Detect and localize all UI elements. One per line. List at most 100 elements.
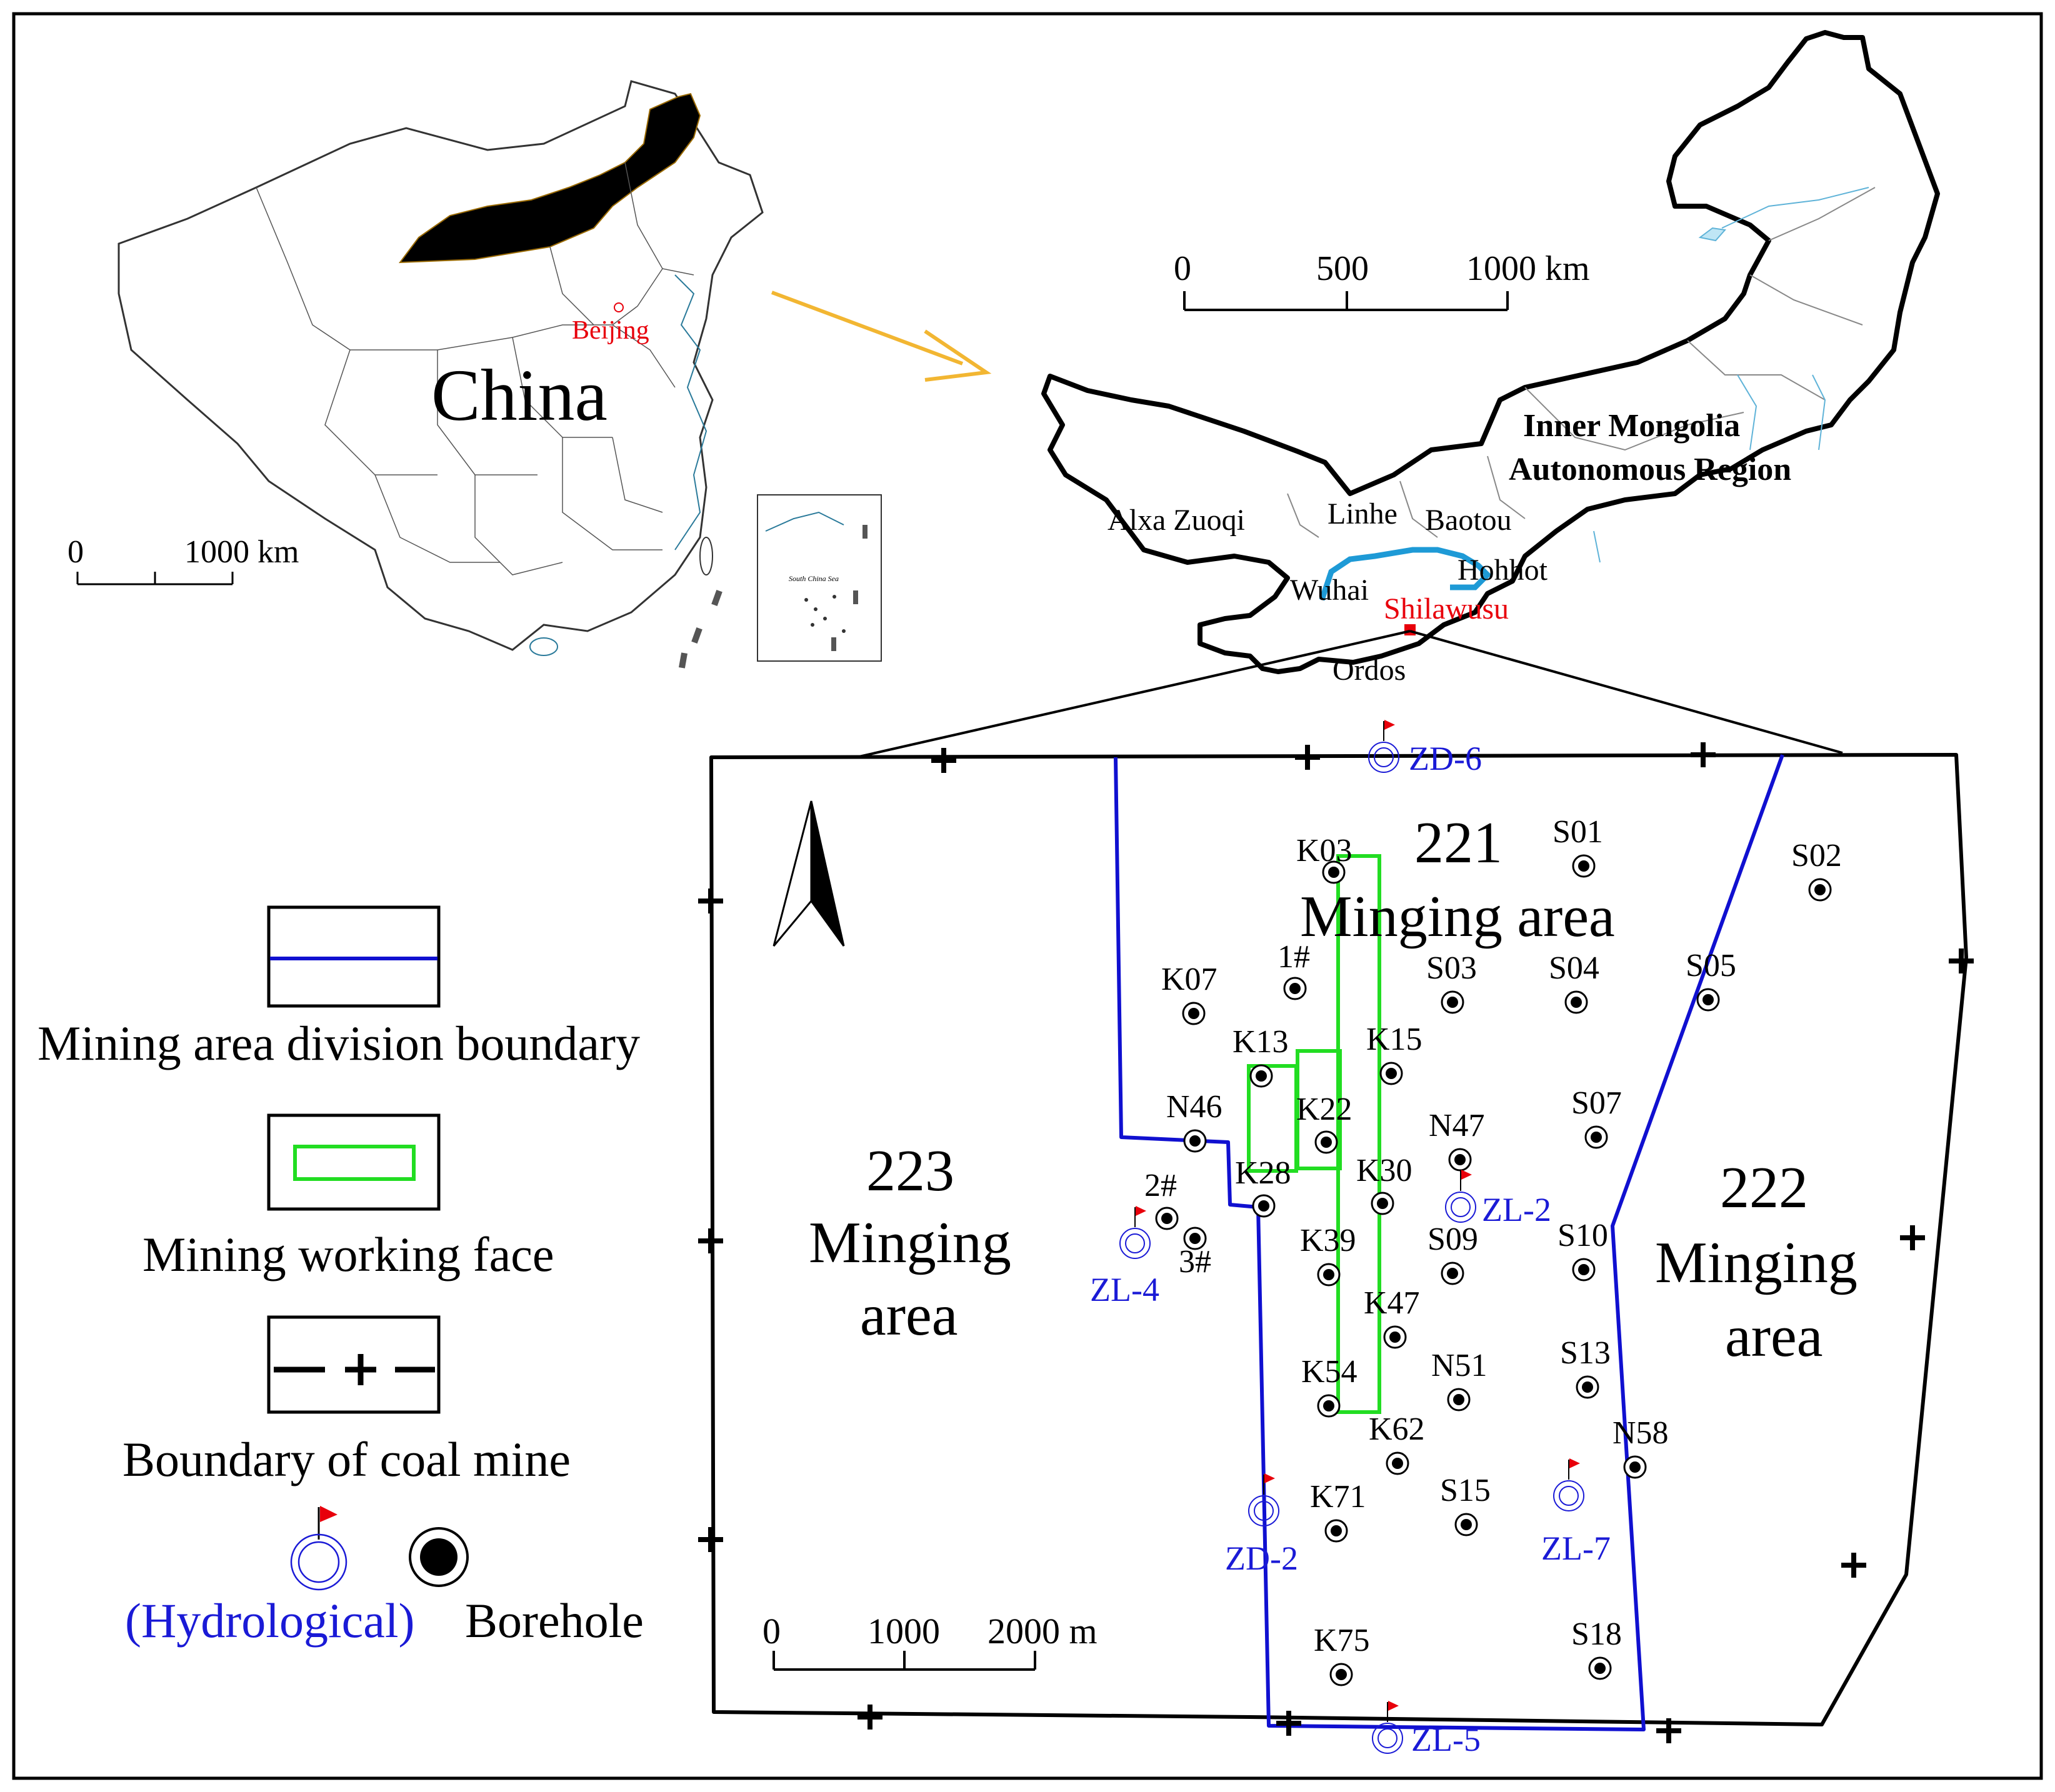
flag-icon bbox=[1384, 720, 1395, 730]
legend-borehole-icon bbox=[409, 1527, 469, 1587]
borehole-dot bbox=[1321, 1137, 1332, 1148]
area-221-name: Minging area bbox=[1300, 884, 1615, 949]
borehole-dot bbox=[1323, 1400, 1334, 1411]
hydro-ring-inner bbox=[1451, 1197, 1471, 1217]
borehole-dot bbox=[1454, 1154, 1466, 1165]
area-222-number: 222 bbox=[1720, 1155, 1808, 1220]
borehole-dot bbox=[1447, 1268, 1458, 1279]
borehole-s05: S05 bbox=[1686, 948, 1736, 1012]
province-boundaries bbox=[256, 162, 694, 575]
borehole-dot bbox=[1258, 1200, 1269, 1212]
area-222-line3: area bbox=[1725, 1304, 1822, 1369]
hydro-borehole-zl-2: ZL-2 bbox=[1445, 1170, 1551, 1228]
legend-hydro-borehole-icon bbox=[290, 1506, 348, 1591]
area-223-line3: area bbox=[860, 1283, 958, 1348]
hydro-ring-outer bbox=[1553, 1480, 1584, 1511]
legend-working-face-label: Mining working face bbox=[142, 1227, 554, 1282]
hydro-ring-outer bbox=[1119, 1228, 1151, 1259]
borehole-label: S15 bbox=[1440, 1473, 1491, 1508]
region-internal-boundaries bbox=[1287, 187, 1876, 538]
hainan-island bbox=[529, 637, 558, 656]
borehole-label: K13 bbox=[1232, 1024, 1289, 1060]
borehole-label: K71 bbox=[1310, 1479, 1366, 1515]
borehole-k71: K71 bbox=[1310, 1479, 1366, 1543]
borehole-dot bbox=[1377, 1198, 1388, 1209]
borehole-label: K54 bbox=[1301, 1354, 1358, 1390]
china-scale-end: 1000 km bbox=[184, 534, 299, 570]
boundary-crosses bbox=[698, 742, 1974, 1743]
mine-scale-zero: 0 bbox=[762, 1611, 781, 1651]
borehole-dot bbox=[1289, 983, 1301, 994]
place-linhe: Linhe bbox=[1328, 497, 1398, 530]
borehole-dot bbox=[1256, 1070, 1267, 1082]
place-shilawusu: Shilawusu bbox=[1384, 592, 1509, 625]
hydro-borehole-label: ZL-7 bbox=[1541, 1530, 1611, 1567]
beijing-label: Beijing bbox=[572, 316, 649, 345]
borehole-n58: N58 bbox=[1612, 1415, 1669, 1479]
hulun-lake bbox=[1698, 227, 1726, 242]
hydro-borehole-zl-4: ZL-4 bbox=[1090, 1206, 1159, 1308]
china-label: China bbox=[431, 354, 608, 436]
borehole-dot bbox=[1702, 994, 1714, 1005]
borehole-label: N51 bbox=[1431, 1348, 1488, 1383]
working-face-left bbox=[1247, 1064, 1298, 1173]
borehole-dot bbox=[1461, 1519, 1472, 1530]
borehole-k75: K75 bbox=[1314, 1623, 1370, 1686]
borehole-2-hash: 2# bbox=[1144, 1168, 1179, 1230]
borehole-label: S05 bbox=[1686, 948, 1736, 983]
yellow-river bbox=[1319, 547, 1492, 601]
borehole-label: K22 bbox=[1296, 1092, 1352, 1127]
legend: Mining area division boundary Mining wor… bbox=[38, 905, 644, 1648]
borehole-s09: S09 bbox=[1428, 1222, 1478, 1285]
place-ordos: Ordos bbox=[1332, 654, 1406, 687]
borehole-dot bbox=[1594, 1663, 1606, 1674]
borehole-n46: N46 bbox=[1166, 1089, 1222, 1153]
flag-icon bbox=[1136, 1206, 1146, 1216]
area-222-line2: Minging bbox=[1655, 1230, 1858, 1295]
legend-division-label: Mining area division boundary bbox=[38, 1016, 640, 1070]
borehole-label: K39 bbox=[1300, 1223, 1356, 1258]
borehole-label: K75 bbox=[1314, 1623, 1370, 1658]
region-title-line1: Inner Mongolia bbox=[1523, 408, 1740, 444]
mine-scale-end: 2000 m bbox=[988, 1611, 1098, 1651]
borehole-k62: K62 bbox=[1369, 1411, 1425, 1475]
borehole-s13: S13 bbox=[1560, 1335, 1611, 1399]
flag-icon bbox=[1388, 1701, 1399, 1711]
area-223-line2: Minging bbox=[809, 1210, 1011, 1275]
borehole-n47: N47 bbox=[1429, 1108, 1485, 1172]
borehole-label: S04 bbox=[1549, 950, 1599, 986]
shilawusu-site-icon bbox=[1404, 624, 1416, 635]
hydro-ring-outer bbox=[1372, 1723, 1403, 1754]
borehole-label: S02 bbox=[1791, 838, 1842, 874]
area-223-number: 223 bbox=[866, 1138, 954, 1203]
legend-coal-mine-swatch bbox=[267, 1315, 441, 1414]
north-arrow-icon bbox=[772, 800, 845, 947]
borehole-label: S07 bbox=[1571, 1085, 1622, 1121]
borehole-s01: S01 bbox=[1552, 814, 1603, 878]
hydro-borehole-label: ZD-6 bbox=[1409, 740, 1482, 777]
inner-mongolia-map: Inner Mongolia Autonomous Region Alxa Zu… bbox=[1041, 30, 1940, 687]
hydro-ring-outer bbox=[1368, 742, 1399, 773]
place-alxa-zuoqi: Alxa Zuoqi bbox=[1108, 504, 1245, 537]
taiwan-island bbox=[699, 537, 713, 575]
borehole-label: K03 bbox=[1296, 833, 1352, 869]
nine-dash-marks bbox=[678, 590, 722, 669]
borehole-dot bbox=[1189, 1135, 1201, 1147]
borehole-label: S13 bbox=[1560, 1335, 1611, 1371]
borehole-k47: K47 bbox=[1364, 1285, 1420, 1349]
coal-mine-boundary bbox=[709, 753, 1968, 1726]
borehole-s04: S04 bbox=[1549, 950, 1599, 1014]
borehole-label: K07 bbox=[1161, 962, 1218, 997]
hydro-ring-inner bbox=[1378, 1728, 1398, 1748]
hydro-borehole-label: ZL-2 bbox=[1482, 1191, 1551, 1228]
hydro-ring-inner bbox=[1559, 1486, 1579, 1506]
borehole-k03: K03 bbox=[1296, 833, 1352, 884]
china-scale-zero: 0 bbox=[68, 534, 84, 570]
borehole-k07: K07 bbox=[1161, 962, 1218, 1025]
borehole-dot bbox=[1453, 1394, 1464, 1405]
flag-icon bbox=[1569, 1458, 1580, 1468]
borehole-label: S01 bbox=[1552, 814, 1603, 850]
region-title-line2: Autonomous Region bbox=[1509, 452, 1791, 487]
flag-icon bbox=[1461, 1170, 1472, 1180]
